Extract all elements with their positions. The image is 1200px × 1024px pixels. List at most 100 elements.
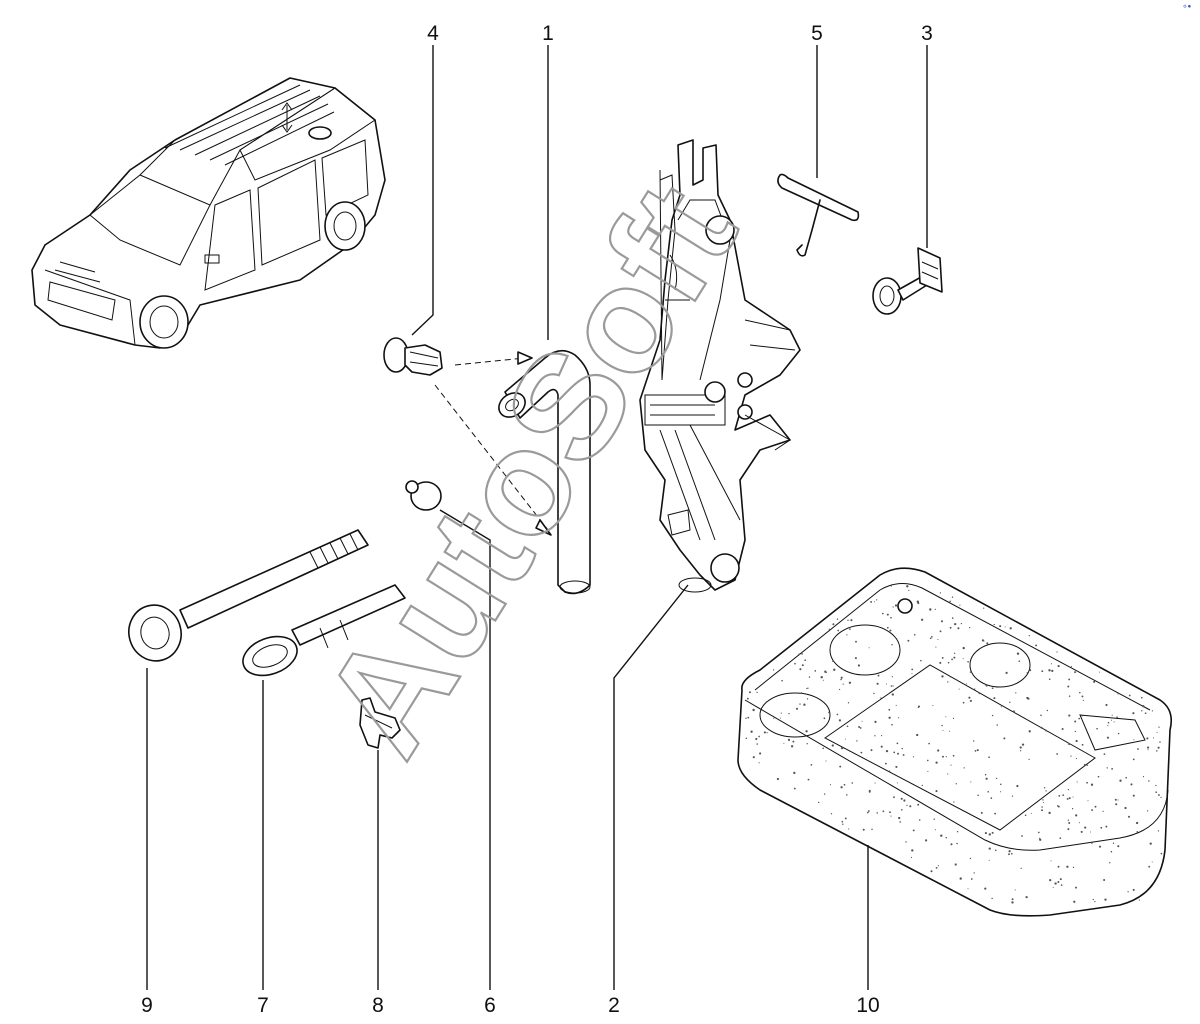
tray-speck	[1106, 736, 1109, 739]
tray-speck	[1056, 753, 1058, 755]
tray-speck	[838, 719, 842, 722]
callout-10: 10	[856, 994, 879, 1017]
tray-speck	[956, 830, 959, 833]
tray-speck	[817, 801, 820, 804]
tray-speck	[1009, 701, 1011, 704]
tray-speck	[1045, 790, 1047, 792]
tray-speck	[808, 676, 811, 678]
tray-speck	[940, 620, 944, 623]
tray-speck	[1037, 831, 1040, 834]
tray-speck	[953, 652, 956, 654]
tray-speck	[1156, 750, 1158, 752]
tray-speck	[799, 668, 802, 671]
tray-speck	[1041, 806, 1043, 808]
tray-speck	[1151, 710, 1154, 712]
tray-speck	[1104, 898, 1107, 901]
tray-speck	[984, 832, 987, 835]
tray-speck	[795, 707, 799, 710]
tray-speck	[849, 628, 851, 630]
tray-speck	[745, 717, 747, 720]
tray-speck	[877, 674, 880, 677]
tray-speck	[902, 754, 905, 756]
tray-speck	[1111, 768, 1113, 770]
tray-speck	[1110, 719, 1112, 721]
tray-speck	[956, 842, 958, 845]
tray-speck	[1039, 837, 1041, 840]
tray-speck	[1117, 693, 1119, 695]
tray-speck	[892, 606, 894, 608]
tray-speck	[1068, 678, 1071, 681]
tray-speck	[973, 740, 975, 742]
tray-speck	[905, 841, 907, 843]
tray-speck	[888, 708, 891, 711]
tray-speck	[763, 731, 766, 734]
tray-speck	[935, 646, 937, 648]
tray-speck	[908, 589, 910, 592]
tray-speck	[949, 600, 951, 602]
tray-speck	[1019, 750, 1022, 752]
tray-speck	[906, 585, 909, 588]
tray-speck	[1105, 825, 1108, 828]
tray-speck	[911, 668, 914, 671]
tray-speck	[970, 781, 972, 783]
tray-speck	[1025, 895, 1028, 899]
tray-speck	[1157, 746, 1160, 749]
tray-speck	[1003, 737, 1006, 740]
tray-speck	[934, 608, 936, 611]
tray-speck	[1114, 798, 1117, 801]
tray-speck	[1011, 898, 1014, 901]
tray-speck	[1067, 819, 1069, 821]
tray-speck	[984, 887, 987, 890]
tray-speck	[1160, 852, 1163, 855]
tray-speck	[829, 784, 832, 786]
tray-speck	[840, 746, 844, 750]
tray-speck	[888, 716, 891, 719]
tray-speck	[911, 849, 914, 852]
tray-speck	[801, 653, 803, 655]
tray-speck	[1059, 878, 1062, 881]
callout-2: 2	[608, 994, 620, 1017]
tray-speck	[846, 794, 848, 796]
tray-speck	[1062, 794, 1065, 796]
tray-speck	[1009, 627, 1012, 630]
tray-speck	[880, 745, 883, 748]
tray-speck	[876, 682, 879, 685]
part-8-clip	[359, 697, 401, 749]
tray-speck	[825, 760, 827, 762]
tray-speck	[806, 698, 809, 700]
tray-speck	[1020, 867, 1022, 870]
tray-speck	[932, 704, 934, 707]
tray-speck	[755, 737, 758, 741]
tray-speck	[1075, 757, 1077, 760]
tray-speck	[917, 706, 920, 708]
tray-speck	[1157, 794, 1160, 796]
tray-speck	[793, 771, 796, 775]
tray-speck	[962, 701, 965, 704]
tray-speck	[911, 673, 913, 675]
tray-speck	[947, 681, 949, 683]
tray-speck	[952, 754, 955, 757]
part-9-tow-eye-long	[128, 529, 369, 662]
tray-speck	[952, 717, 955, 720]
tray-speck	[951, 658, 953, 661]
tray-speck	[752, 756, 755, 759]
tray-speck	[1107, 721, 1110, 724]
tray-speck	[1051, 669, 1054, 673]
tray-speck	[1000, 783, 1002, 786]
tray-speck	[916, 733, 919, 737]
tray-speck	[746, 697, 749, 700]
tray-speck	[842, 683, 844, 685]
tray-speck	[846, 725, 849, 728]
tray-speck	[889, 811, 891, 814]
tray-speck	[942, 729, 944, 731]
callout-6: 6	[484, 994, 496, 1017]
tray-speck	[885, 683, 888, 685]
tray-speck	[824, 670, 827, 673]
tray-speck	[1040, 714, 1042, 717]
tray-speck	[882, 612, 884, 615]
tray-speck	[1142, 776, 1145, 778]
tray-speck	[779, 717, 782, 719]
tray-speck	[822, 747, 824, 750]
